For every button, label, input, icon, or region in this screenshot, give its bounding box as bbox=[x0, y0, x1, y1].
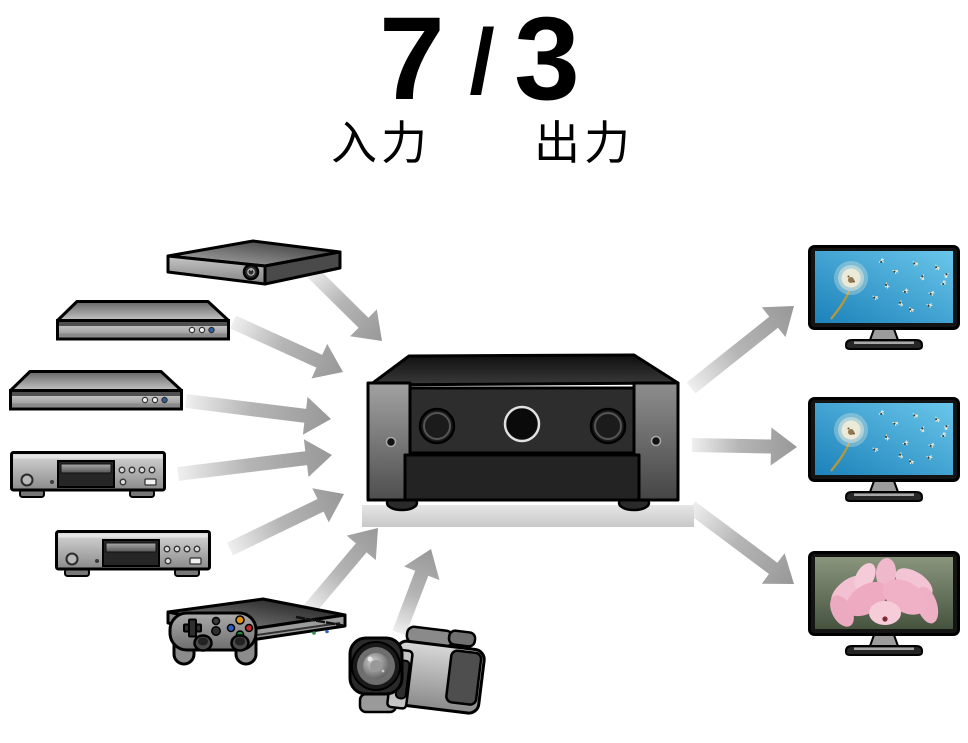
output-tv-dandelion-icon bbox=[808, 397, 960, 503]
output-tv-lotus-icon bbox=[808, 551, 960, 657]
input-device-camcorder-icon bbox=[348, 625, 486, 715]
input-device-disc-player-icon bbox=[58, 302, 229, 340]
title-separator: / bbox=[469, 11, 495, 113]
input-device-cd-player-icon bbox=[12, 453, 165, 498]
outputs-label: 出力 bbox=[534, 117, 634, 169]
output-arrow bbox=[686, 501, 794, 584]
input-arrow bbox=[302, 528, 378, 616]
input-device-cd-player-icon bbox=[57, 532, 210, 577]
av-receiver bbox=[362, 353, 694, 527]
receiver-display-circle bbox=[503, 405, 541, 443]
output-tv-dandelion-icon bbox=[808, 245, 960, 351]
input-arrow bbox=[185, 394, 331, 435]
receiver-shadow-platform bbox=[362, 505, 694, 527]
input-device-game-console-icon bbox=[166, 597, 347, 666]
receiver-right-knob bbox=[589, 407, 627, 445]
input-arrow bbox=[227, 488, 344, 556]
input-arrow bbox=[230, 315, 343, 379]
inputs-count: 7 bbox=[379, 0, 445, 125]
input-device-settop-box-icon bbox=[166, 239, 342, 286]
outputs-count: 3 bbox=[514, 0, 580, 125]
receiver-left-knob bbox=[418, 407, 456, 445]
arrow-layer bbox=[177, 265, 797, 636]
input-arrow bbox=[305, 265, 382, 341]
output-arrow bbox=[686, 306, 794, 394]
inputs-label: 入力 bbox=[331, 117, 431, 169]
input-arrow bbox=[392, 549, 440, 636]
input-arrow bbox=[177, 439, 332, 481]
output-arrow bbox=[691, 427, 797, 466]
input-device-disc-player-icon bbox=[11, 372, 182, 410]
